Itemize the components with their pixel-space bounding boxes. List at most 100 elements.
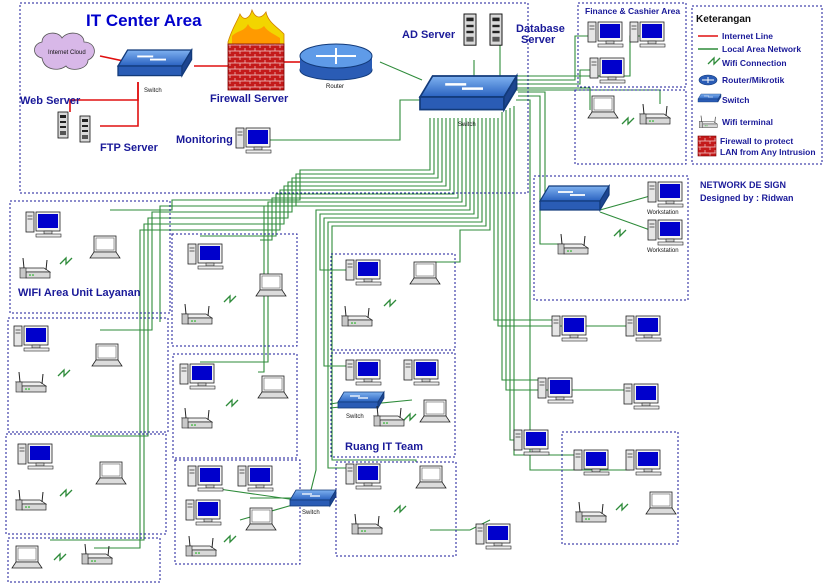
it-team-wifi-icon [403, 413, 417, 421]
it-team-pc-2-icon [403, 359, 440, 386]
credit-line-1: NETWORK DE SIGN [700, 180, 786, 190]
core-switch-label: Switch [458, 122, 476, 128]
it-switch-label: Switch [144, 88, 162, 94]
wifi-area-6-box [5, 433, 167, 535]
area6-access-point-icon [15, 489, 47, 511]
database-server-icon [489, 13, 503, 46]
area9-pc-2-icon [625, 449, 662, 476]
area3-wifi-icon [383, 299, 397, 307]
area7-pc-2-icon [237, 465, 274, 492]
credit-line-2: Designed by : Ridwan [700, 193, 794, 203]
ad-server-label: AD Server [402, 29, 456, 41]
area7-switch-label: Switch [302, 510, 320, 516]
legend-item-wifi: Wifi Connection [722, 58, 787, 68]
router-icon [299, 43, 373, 81]
area9-pc-1-icon [573, 449, 610, 476]
legend-access-point-icon [698, 115, 718, 128]
core-switch-icon [418, 74, 518, 111]
area6-laptop-icon [95, 461, 127, 485]
wifi-area-9-box [561, 431, 679, 545]
lan-cables [50, 35, 661, 549]
it-switch-icon [117, 49, 193, 77]
it-team-laptop-icon [419, 399, 451, 423]
unit-laptop-icon [89, 235, 121, 259]
workstation-switch-icon [539, 185, 610, 211]
area5-laptop-icon [257, 375, 289, 399]
area9-laptop-icon [645, 491, 677, 515]
area7-wifi-icon [223, 535, 237, 543]
area7-pc-3-icon [185, 499, 222, 526]
web-server-label: Web Server [20, 95, 81, 107]
legend-item-firewall-2: LAN from Any Intrusion [720, 147, 816, 157]
wifi-area-8-box [335, 461, 457, 557]
finance-laptop-icon [587, 95, 619, 119]
area8-access-point-icon [351, 513, 383, 535]
finance-pc-2-icon [629, 21, 666, 48]
legend-item-lan: Local Area Network [722, 44, 801, 54]
area4-pc-icon [13, 325, 50, 352]
area10-access-point-icon [81, 543, 113, 565]
wifi-area-5-box [172, 353, 298, 459]
it-team-access-point-icon [373, 405, 405, 427]
area9-access-point-icon [575, 501, 607, 523]
legend-firewall-icon [697, 135, 717, 157]
area4-wifi-icon [57, 369, 71, 377]
it-center-area-box [19, 2, 529, 194]
area8-laptop-icon [415, 465, 447, 489]
wifi-area-10-box [7, 537, 161, 583]
ftp-server-label: FTP Server [100, 142, 159, 154]
finance-wifi-icon [621, 117, 635, 125]
area2-wifi-icon [223, 295, 237, 303]
area8-pc-icon [345, 463, 382, 490]
legend-item-internet-line: Internet Line [722, 31, 773, 41]
area-boxes [5, 2, 823, 583]
finance-pc-1-icon [587, 21, 624, 48]
database-server-label-1: Database [516, 23, 565, 35]
area5-access-point-icon [181, 407, 213, 429]
it-team-pc-1-icon [345, 359, 382, 386]
ftp-server-rack-icon [79, 115, 91, 143]
finance-pc-3-icon [589, 57, 626, 84]
area3-pc-icon [345, 259, 382, 286]
unit-wifi-icon [59, 257, 73, 265]
wifi-unit-label: WIFI Area Unit Layanan [18, 287, 141, 299]
legend-item-firewall-1: Firewall to protect [720, 136, 793, 146]
wifi-area-4-box [7, 317, 169, 433]
ad-server-icon [463, 13, 477, 46]
area4-laptop-icon [91, 343, 123, 367]
router-label: Router [326, 84, 344, 90]
area5-wifi-icon [225, 399, 239, 407]
workstation-2-icon [647, 219, 684, 246]
area2-pc-icon [187, 243, 224, 270]
workstation-access-point-icon [557, 233, 589, 255]
legend-wifi-zigzag-icon [707, 57, 721, 65]
database-server-label-2: Server [521, 34, 556, 46]
monitoring-label: Monitoring [176, 134, 233, 146]
workstation-wifi-icon [613, 229, 627, 237]
unit-pc-icon [25, 211, 62, 238]
firewall-server-label: Firewall Server [210, 93, 289, 105]
area7-pc-1-icon [187, 465, 224, 492]
internet-cloud-icon: Internet Cloud [34, 32, 95, 70]
area2-access-point-icon [181, 303, 213, 325]
right-pc-6-icon [475, 523, 512, 550]
legend-item-switch: Switch [722, 95, 749, 105]
area7-access-point-icon [185, 535, 217, 557]
unit-access-point-icon [19, 257, 51, 279]
ruang-it-box [330, 352, 456, 458]
workstation-1-icon [647, 181, 684, 208]
area7-switch-icon [289, 489, 337, 507]
area7-laptop-icon [245, 507, 277, 531]
area10-laptop-icon [11, 545, 43, 569]
it-team-switch-icon [337, 391, 385, 409]
right-pc-2-icon [625, 315, 662, 342]
firewall-icon [227, 8, 285, 91]
workstation-1-label: Workstation [647, 210, 679, 216]
area2-laptop-icon [255, 273, 287, 297]
monitoring-pc-icon [235, 127, 272, 154]
legend-item-wifi-terminal: Wifi terminal [722, 117, 773, 127]
workstation-area-box [533, 175, 689, 301]
wifi-area-7-box [174, 459, 301, 565]
area9-wifi-icon [615, 503, 629, 511]
